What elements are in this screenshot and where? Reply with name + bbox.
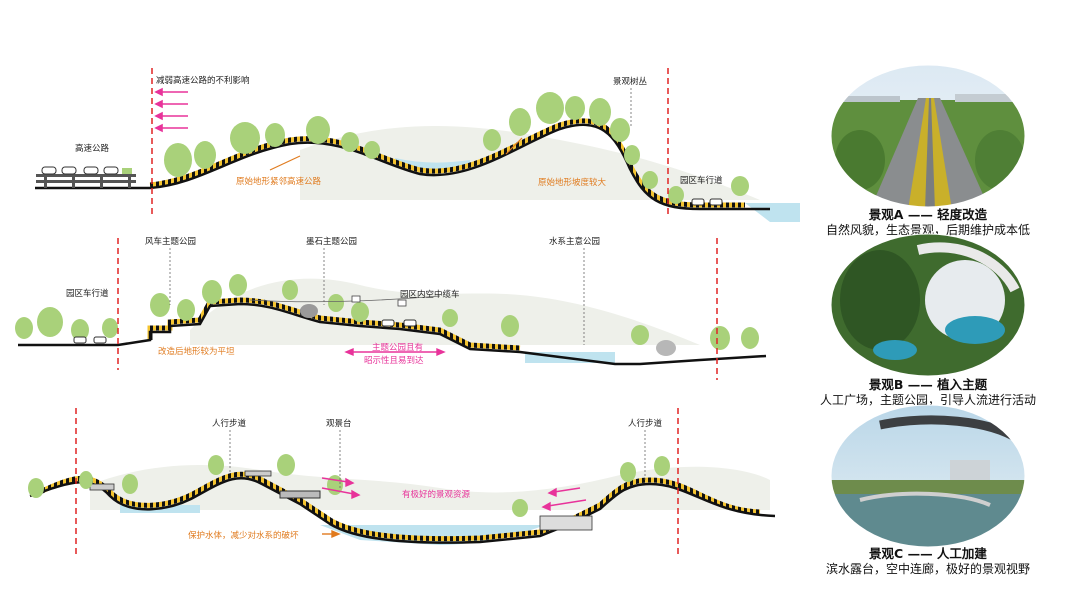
- trees-section-2: [15, 274, 759, 350]
- slope-arrows: [269, 137, 523, 171]
- label-highway: 高速公路: [75, 143, 110, 154]
- cable-cars: [351, 295, 407, 307]
- park-double-arrow: [344, 347, 446, 357]
- note-terrain-near-highway: 原始地形紧邻高速公路: [236, 176, 322, 187]
- label-water-park: 水系主意公园: [549, 236, 600, 247]
- label-park-road-1: 园区车行道: [680, 175, 723, 186]
- panel-b-title: 景观B —— 植入主题: [869, 377, 988, 392]
- panel-c: 景观C —— 人工加建 滨水露台，空中连廊，极好的景观视野: [826, 404, 1030, 576]
- panel-b-subtitle: 人工广场，主题公园，引导人流进行活动: [820, 393, 1036, 407]
- stone-sculpture: [656, 340, 676, 356]
- panel-b: 景观B —— 植入主题 人工广场，主题公园，引导人流进行活动: [820, 233, 1036, 407]
- label-reduce-highway: 减弱高速公路的不利影响: [156, 75, 250, 86]
- road-cars-2: [73, 319, 417, 344]
- stone-sculpture: [300, 304, 318, 318]
- label-walkway-right: 人行步道: [628, 418, 663, 429]
- panel-a: 景观A —— 轻度改造 自然风貌，生态景观，后期维护成本低: [826, 64, 1030, 237]
- section-2: 园区车行道 风车主题公园 墨石主题公园 水系主意公园 园区内空中缆车 改造后地形…: [15, 236, 767, 380]
- note-protect-water: 保护水体，减少对水系的破坏: [188, 530, 299, 541]
- trees-section-3: [28, 454, 670, 517]
- terrain-hatch: [149, 118, 745, 208]
- road-aerial-photo: [831, 65, 1025, 207]
- note-view-resource: 有极好的景观资源: [402, 489, 471, 500]
- road-cars-1: [691, 198, 723, 206]
- highway: [36, 166, 136, 188]
- panel-a-subtitle: 自然风貌，生态景观，后期维护成本低: [826, 222, 1030, 237]
- label-walkway-left: 人行步道: [212, 418, 247, 429]
- label-park-road-2: 园区车行道: [66, 288, 109, 299]
- section-3: 人行步道 观景台 人行步道 有极好的景观资源 保护水体，减少对水系的破坏: [28, 408, 776, 555]
- note-flat-terrain: 改造后地形较为平坦: [158, 346, 235, 357]
- panel-a-title: 景观A —— 轻度改造: [869, 207, 988, 222]
- panel-c-title: 景观C —— 人工加建: [869, 546, 987, 561]
- label-windmill-park: 风车主题公园: [145, 236, 196, 247]
- ground-line: [18, 302, 767, 366]
- water-river: [745, 203, 800, 222]
- label-cable-car: 园区内空中缆车: [400, 289, 460, 300]
- panel-c-subtitle: 滨水露台，空中连廊，极好的景观视野: [826, 561, 1030, 576]
- ground-line: [29, 476, 776, 544]
- label-stone-park: 墨石主题公园: [306, 236, 357, 247]
- label-landscape-trees: 景观树丛: [613, 76, 648, 87]
- terrain-hatch: [147, 297, 521, 351]
- terrain-hatch: [38, 471, 761, 542]
- trees-section-1: [164, 92, 749, 204]
- note-park-line-2: 昭示性且易到达: [364, 355, 424, 366]
- cable-line: [249, 295, 441, 303]
- leader-lines: [169, 248, 585, 345]
- note-steep-slope: 原始地形坡度较大: [538, 177, 607, 188]
- viewing-deck: [89, 470, 593, 531]
- label-viewing-deck: 观景台: [326, 418, 352, 429]
- section-1: 高速公路 减弱高速公路的不利影响 景观树丛 园区车行道 原始地形紧邻高速公路 原…: [35, 68, 800, 222]
- note-park-line-1: 主题公园且有: [372, 342, 423, 353]
- ground-line: [35, 123, 770, 211]
- protect-arrow: [322, 529, 341, 539]
- plaza-aerial-photo: [831, 234, 1025, 376]
- leader-lines: [229, 430, 646, 490]
- view-arrows: [321, 477, 587, 512]
- reduce-arrows: [154, 87, 188, 133]
